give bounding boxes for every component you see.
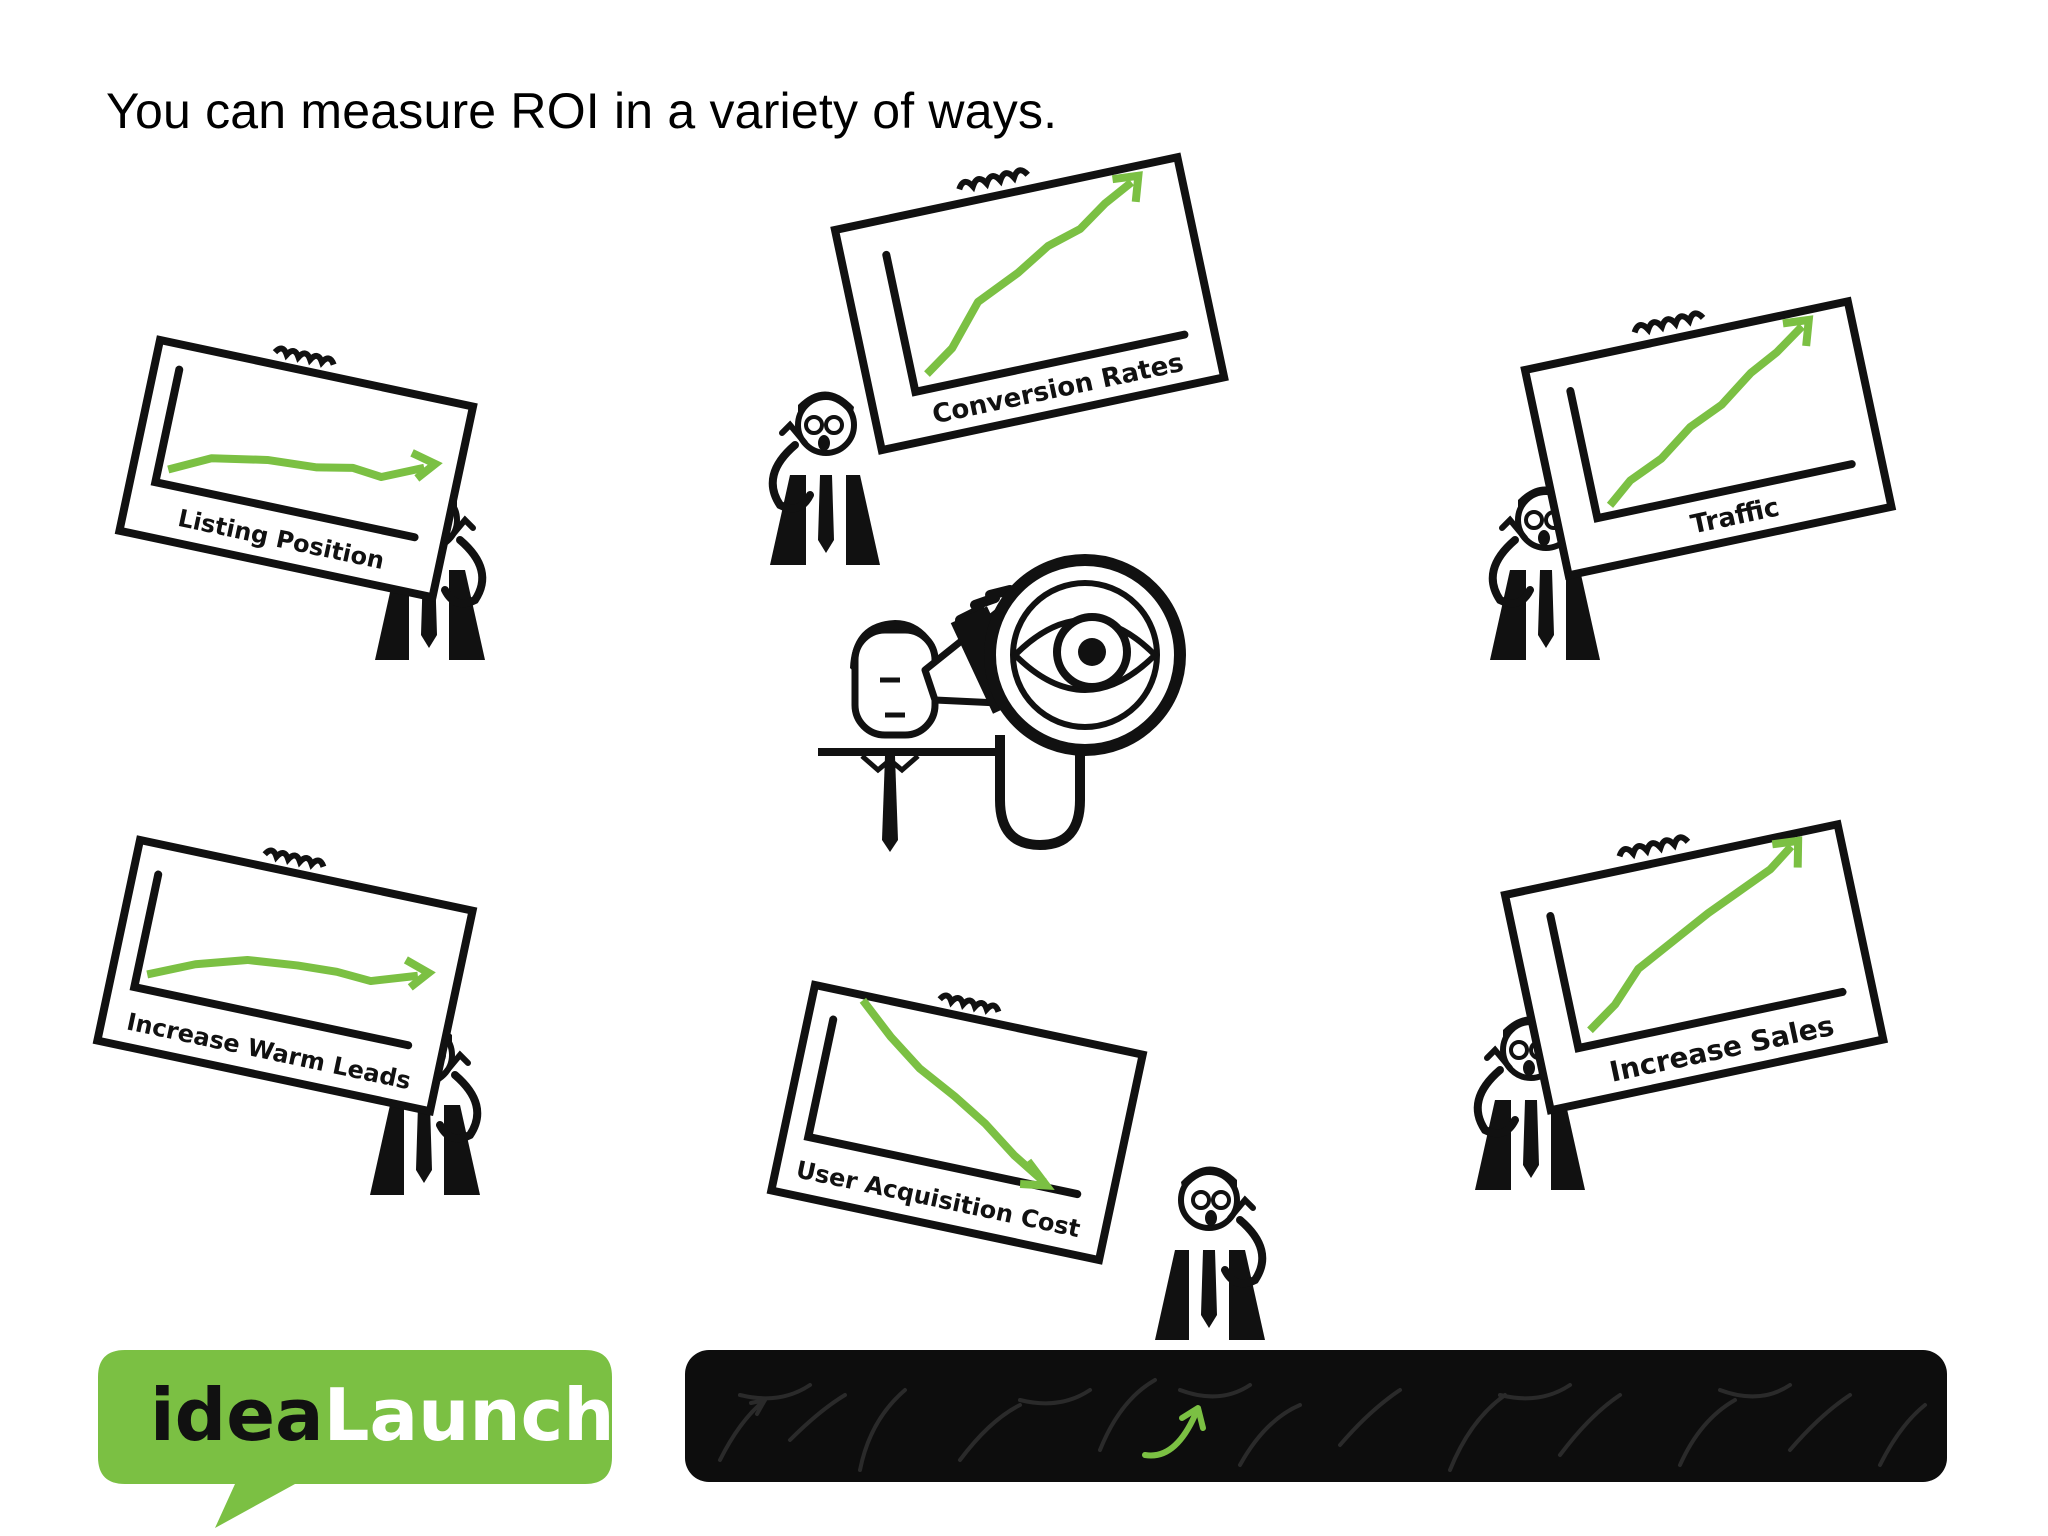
green-arrow-icon xyxy=(1142,1405,1206,1459)
logo-trademark: ™ xyxy=(615,1388,629,1404)
sign-increase-sales: Increase Sales xyxy=(1475,819,1889,1190)
person-icon xyxy=(1155,1166,1265,1340)
sign-listing-position: Listing Position xyxy=(114,335,485,660)
sign-conversion-rates: Conversion Rates xyxy=(770,152,1229,565)
sign-increase-warm-leads: Increase Warm Leads xyxy=(92,835,480,1195)
person-icon xyxy=(770,391,880,565)
sign-user-acquisition-cost: User Acquisition Cost xyxy=(766,980,1265,1340)
svg-text:ideaLaunch™: ideaLaunch™ xyxy=(150,1373,629,1457)
sign-traffic: Traffic xyxy=(1490,296,1897,660)
logo-text-launch: Launch xyxy=(324,1373,615,1457)
logo-text-idea: idea xyxy=(150,1373,324,1457)
footer-banner xyxy=(685,1350,1947,1482)
telescope-man-icon xyxy=(818,554,1186,852)
idealaunch-logo: ideaLaunch™ xyxy=(98,1350,629,1528)
slide-title: You can measure ROI in a variety of ways… xyxy=(106,83,1058,139)
